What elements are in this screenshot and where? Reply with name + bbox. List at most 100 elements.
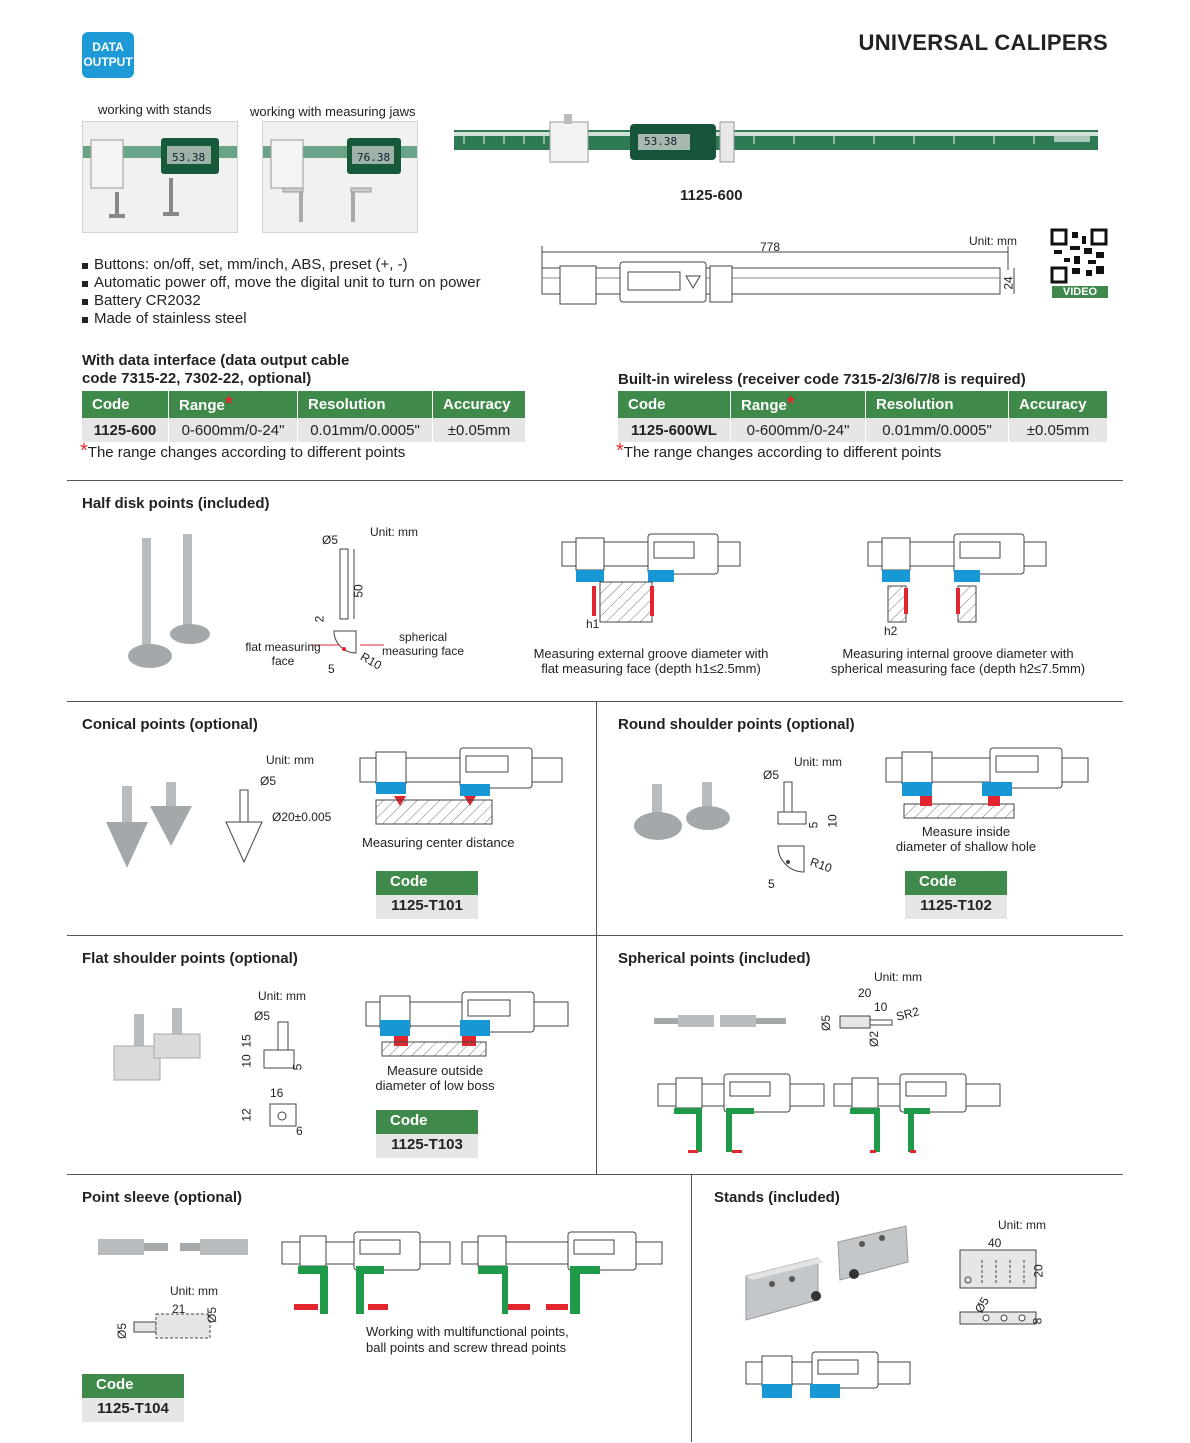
sleeve-caption: Working with multifunctional points,ball… bbox=[366, 1324, 569, 1356]
half-disk-dim-2: 2 bbox=[312, 615, 327, 623]
cell-resolution: 0.01mm/0.0005" bbox=[297, 418, 433, 442]
round-shoulder-unit: Unit: mm bbox=[794, 755, 842, 769]
product-code-label: 1125-600 bbox=[680, 187, 743, 204]
data-interface-heading-line-1: With data interface (data output cable bbox=[82, 352, 350, 369]
sleeve-dim-d5a: Ø5 bbox=[115, 1322, 130, 1340]
half-disk-points-photo bbox=[128, 534, 210, 668]
point-sleeve-photo bbox=[98, 1239, 248, 1255]
wireless-note: *The range changes according to differen… bbox=[616, 440, 941, 463]
stands-caption: working with stands bbox=[98, 102, 212, 117]
conical-drawing bbox=[225, 789, 263, 864]
flat-shoulder-dim-15: 15 bbox=[239, 1034, 254, 1048]
code-value: 1125-T101 bbox=[376, 895, 478, 919]
conical-code-box: Code 1125-T101 bbox=[376, 871, 478, 919]
data-interface-spec-table: Code Range* Resolution Accuracy 1125-600… bbox=[82, 391, 526, 442]
stands-heading: Stands (included) bbox=[714, 1189, 840, 1206]
point-sleeve-heading: Point sleeve (optional) bbox=[82, 1189, 243, 1206]
half-disk-dim-d5: Ø5 bbox=[322, 533, 339, 547]
range-asterisk: * bbox=[224, 393, 233, 415]
cell-accuracy: ±0.05mm bbox=[432, 418, 526, 442]
spherical-dim-sr2: SR2 bbox=[894, 1004, 921, 1024]
feature-item: Buttons: on/off, set, mm/inch, ABS, pres… bbox=[82, 256, 481, 274]
spherical-unit: Unit: mm bbox=[874, 970, 922, 984]
flat-shoulder-points-photo bbox=[113, 1008, 201, 1081]
spherical-usage-diagram-1 bbox=[657, 1073, 825, 1153]
conical-dim-d20: Ø20±0.005 bbox=[272, 810, 332, 824]
flat-shoulder-usage-diagram bbox=[365, 991, 569, 1057]
round-shoulder-dim-5: 5 bbox=[806, 821, 821, 829]
qr-code-icon[interactable] bbox=[1050, 228, 1108, 288]
divider bbox=[67, 935, 1123, 936]
wireless-heading: Built-in wireless (receiver code 7315-2/… bbox=[618, 371, 1026, 388]
conical-caption: Measuring center distance bbox=[362, 835, 515, 850]
range-asterisk: * bbox=[786, 393, 795, 415]
spherical-face-label-2: measuring face bbox=[381, 644, 465, 658]
flat-shoulder-dim-6: 6 bbox=[296, 1124, 303, 1138]
external-groove-caption-2: flat measuring face (depth h1≤2.5mm) bbox=[541, 661, 761, 676]
half-disk-heading: Half disk points (included) bbox=[82, 495, 270, 512]
round-shoulder-caption-2: diameter of shallow hole bbox=[895, 839, 1037, 854]
data-interface-heading: With data interface (data output cable c… bbox=[82, 352, 349, 388]
data-output-badge: DATA OUTPUT bbox=[82, 32, 134, 78]
flat-shoulder-drawing bbox=[263, 1021, 297, 1127]
stands-photo-illustration bbox=[83, 138, 237, 218]
flat-shoulder-unit: Unit: mm bbox=[258, 989, 306, 1003]
spherical-usage-diagram-2 bbox=[833, 1073, 1001, 1153]
col-accuracy: Accuracy bbox=[1008, 391, 1108, 418]
video-label[interactable]: VIDEO bbox=[1052, 286, 1108, 298]
round-shoulder-usage-diagram bbox=[885, 747, 1089, 819]
flat-face-label-2: face bbox=[271, 654, 295, 668]
conical-usage-diagram bbox=[359, 747, 563, 825]
flat-shoulder-dim-5: 5 bbox=[290, 1063, 305, 1071]
code-value: 1125-T102 bbox=[905, 895, 1007, 919]
col-resolution: Resolution bbox=[297, 391, 433, 418]
data-interface-note: *The range changes according to differen… bbox=[80, 440, 405, 463]
data-interface-heading-line-2: code 7315-22, 7302-22, optional) bbox=[82, 370, 312, 387]
badge-line-2: OUTPUT bbox=[83, 55, 133, 69]
spherical-dim-10: 10 bbox=[874, 1000, 888, 1014]
spherical-dim-d5: Ø5 bbox=[819, 1014, 834, 1032]
sleeve-usage-diagram-1 bbox=[281, 1231, 451, 1314]
internal-groove-caption-1: Measuring internal groove diameter with bbox=[842, 646, 1074, 661]
flat-shoulder-caption-1: Measure outside bbox=[386, 1063, 484, 1078]
dimension-length: 778 bbox=[760, 240, 781, 254]
divider bbox=[67, 1174, 1123, 1175]
round-shoulder-code-box: Code 1125-T102 bbox=[905, 871, 1007, 919]
sleeve-code-box: Code 1125-T104 bbox=[82, 1374, 184, 1422]
divider bbox=[691, 1174, 692, 1442]
jaws-display-value: 76.38 bbox=[357, 151, 391, 164]
feature-list: Buttons: on/off, set, mm/inch, ABS, pres… bbox=[82, 256, 481, 328]
half-disk-drawing bbox=[310, 548, 384, 654]
col-range-label: Range bbox=[179, 397, 225, 414]
caliper-main-photo bbox=[454, 114, 1098, 163]
main-display-value: 53.38 bbox=[644, 135, 678, 148]
table-row: 1125-600 0-600mm/0-24" 0.01mm/0.0005" ±0… bbox=[82, 418, 526, 442]
feature-item: Battery CR2032 bbox=[82, 292, 481, 310]
cell-range: 0-600mm/0-24" bbox=[730, 418, 866, 442]
flat-shoulder-caption-2: diameter of low boss bbox=[375, 1078, 495, 1093]
cell-code: 1125-600WL bbox=[618, 418, 731, 442]
code-header: Code bbox=[376, 1110, 478, 1134]
stands-dim-8: 8 bbox=[1030, 1317, 1045, 1325]
sleeve-caption-2: ball points and screw thread points bbox=[366, 1340, 567, 1355]
external-groove-caption-1: Measuring external groove diameter with bbox=[533, 646, 769, 661]
flat-face-label-1: flat measuring bbox=[245, 640, 321, 654]
jaws-photo-illustration bbox=[263, 138, 417, 222]
cell-accuracy: ±0.05mm bbox=[1008, 418, 1108, 442]
code-value: 1125-T103 bbox=[376, 1134, 478, 1158]
dimension-height: 24 bbox=[1001, 276, 1016, 290]
note-asterisk: * bbox=[80, 440, 88, 462]
round-shoulder-caption-1: Measure inside bbox=[921, 824, 1011, 839]
jaws-caption: working with measuring jaws bbox=[250, 104, 416, 119]
sleeve-drawing bbox=[133, 1313, 211, 1339]
col-accuracy: Accuracy bbox=[432, 391, 526, 418]
conical-points-photo bbox=[106, 782, 192, 868]
flat-shoulder-dim-16: 16 bbox=[270, 1086, 284, 1100]
cell-resolution: 0.01mm/0.0005" bbox=[865, 418, 1009, 442]
badge-line-1: DATA bbox=[92, 40, 124, 54]
page-title: UNIVERSAL CALIPERS bbox=[858, 30, 1108, 55]
spherical-face-label-1: spherical bbox=[398, 630, 448, 644]
flat-shoulder-code-box: Code 1125-T103 bbox=[376, 1110, 478, 1158]
